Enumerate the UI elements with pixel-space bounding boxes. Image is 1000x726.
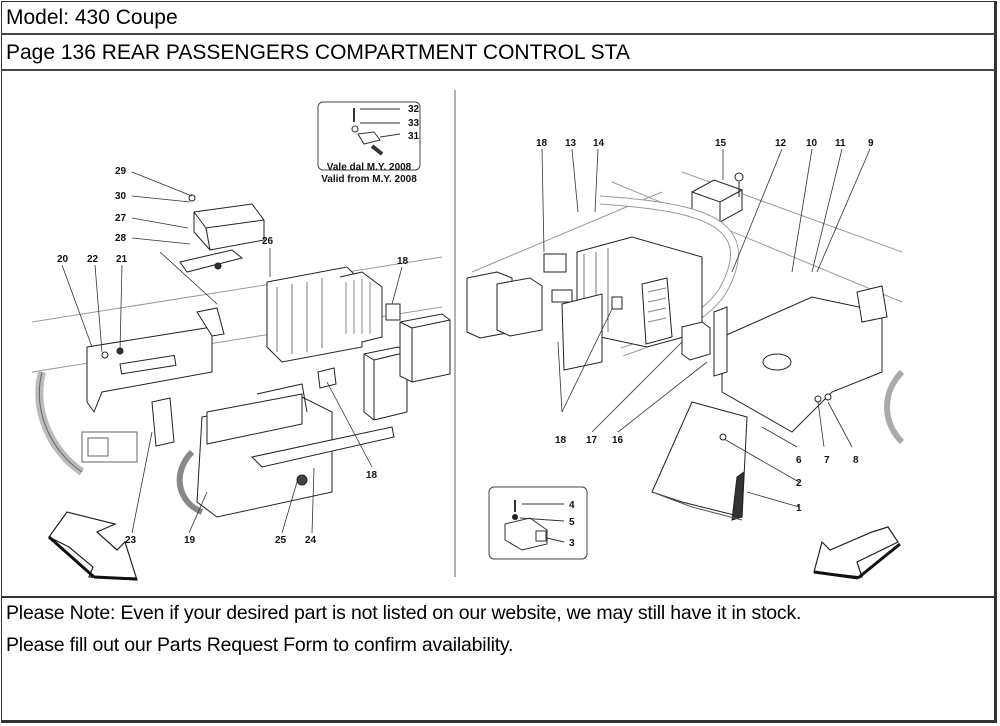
bracket-23 — [151, 397, 175, 447]
callout-2: 2 — [796, 478, 802, 489]
page-header: Page 136 REAR PASSENGERS COMPARTMENT CON… — [1, 35, 995, 71]
availability-note: Please Note: Even if your desired part i… — [2, 596, 996, 723]
bracket-20 — [86, 307, 225, 414]
callout-12: 12 — [775, 138, 787, 149]
callout-5: 5 — [569, 517, 575, 528]
inset-caption-it: Vale dal M.Y. 2008 — [327, 162, 412, 173]
inset-box-right: 4 5 3 — [488, 486, 588, 560]
callout-18-bottom: 18 — [555, 435, 567, 446]
callout-3: 3 — [569, 538, 575, 549]
callout-18-lower: 18 — [366, 470, 378, 481]
relay-blocks — [363, 313, 451, 421]
callout-29: 29 — [115, 166, 127, 177]
note-line-1: Please Note: Even if your desired part i… — [6, 602, 802, 624]
bracket-24 — [250, 426, 395, 468]
parts-diagram: 32 33 31 Vale dal M.Y. 2008 Valid from M… — [2, 72, 996, 594]
callout-28: 28 — [115, 233, 127, 244]
callout-10: 10 — [806, 138, 818, 149]
callout-8: 8 — [853, 455, 859, 466]
callout-33: 33 — [408, 118, 420, 129]
mounting-bracket — [713, 285, 888, 433]
relay-18 — [543, 253, 567, 273]
callout-22: 22 — [87, 254, 99, 265]
callout-26: 26 — [262, 236, 274, 247]
callout-16: 16 — [612, 435, 624, 446]
callout-6: 6 — [796, 455, 802, 466]
connector-18 — [317, 367, 337, 389]
callout-30: 30 — [115, 191, 127, 202]
model-header: Model: 430 Coupe — [1, 1, 995, 35]
front-arrow-left-icon — [48, 511, 138, 581]
sensor-31 — [357, 131, 381, 145]
relay-17 — [681, 321, 711, 361]
module-15 — [691, 172, 744, 223]
callout-27: 27 — [115, 213, 127, 224]
relay-18-small — [385, 303, 401, 321]
callout-7: 7 — [824, 455, 830, 466]
callout-18-upper: 18 — [397, 256, 409, 267]
left-leader-lines — [61, 171, 403, 534]
right-leader-lines — [541, 148, 871, 508]
callout-23: 23 — [125, 535, 137, 546]
callout-24: 24 — [305, 535, 317, 546]
note-line-2: Please fill out our Parts Request Form t… — [6, 634, 514, 656]
page-title: Page 136 REAR PASSENGERS COMPARTMENT CON… — [6, 41, 630, 64]
callout-1: 1 — [796, 503, 802, 514]
left-panel — [31, 194, 451, 518]
callout-14: 14 — [593, 138, 605, 149]
inset-caption-en: Valid from M.Y. 2008 — [321, 174, 417, 185]
callout-11: 11 — [835, 138, 846, 149]
washer-5 — [512, 514, 518, 520]
right-panel — [466, 171, 905, 521]
washer-33 — [351, 125, 359, 133]
wiring-harness-left — [35, 371, 138, 476]
callout-17: 17 — [586, 435, 598, 446]
right-callouts: 18 13 14 15 12 10 11 9 18 17 16 6 7 8 2 … — [536, 138, 874, 514]
front-arrow-right-icon — [813, 526, 901, 580]
control-module-upper — [179, 194, 265, 273]
callout-21: 21 — [116, 254, 128, 265]
callout-18-top: 18 — [536, 138, 548, 149]
callout-19: 19 — [184, 535, 196, 546]
inset-box-left: 32 33 31 Vale dal M.Y. 2008 Valid from M… — [317, 101, 421, 185]
exploded-view-drawing: 32 33 31 Vale dal M.Y. 2008 Valid from M… — [31, 90, 905, 581]
callout-15: 15 — [715, 138, 727, 149]
model-title: Model: 430 Coupe — [6, 6, 178, 29]
callout-20: 20 — [57, 254, 69, 265]
callout-25: 25 — [275, 535, 287, 546]
callout-13: 13 — [565, 138, 577, 149]
relay-stack-right — [466, 253, 573, 339]
ecu-1 — [651, 401, 748, 521]
callout-9: 9 — [868, 138, 874, 149]
left-callouts: 29 30 27 28 26 20 22 21 18 18 23 19 25 2… — [57, 166, 409, 546]
callout-31: 31 — [408, 131, 420, 142]
floor-line — [31, 256, 443, 323]
callout-32: 32 — [408, 104, 420, 115]
callout-4: 4 — [569, 500, 575, 511]
sensor-3 — [504, 517, 548, 551]
fuse-box-26 — [266, 266, 383, 363]
